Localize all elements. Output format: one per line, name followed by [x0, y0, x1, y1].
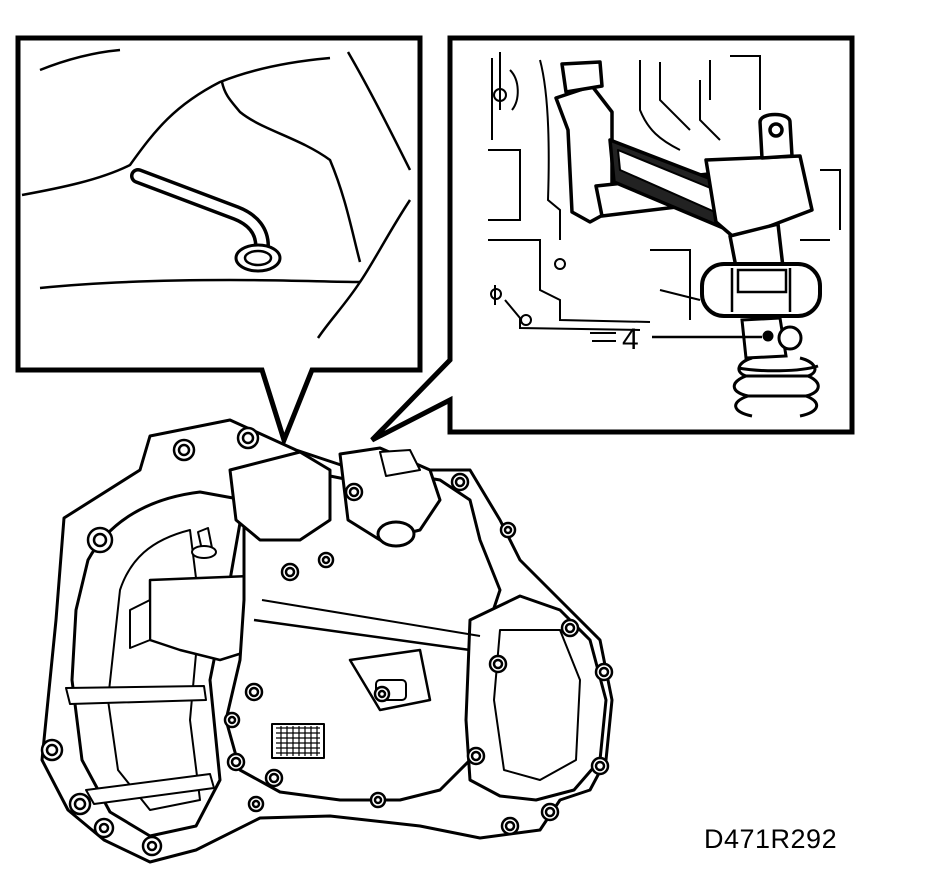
- callout-4: 4: [590, 323, 762, 356]
- rubber-boot: [732, 356, 820, 418]
- breather-tube: [130, 168, 282, 273]
- cable-clamp: [700, 262, 822, 318]
- linkage-housing: [488, 52, 841, 331]
- gearbox-assembly: [40, 418, 614, 864]
- housing-contours-left: [21, 48, 412, 339]
- case-vent-grille: [271, 723, 325, 759]
- figure-code: D471R292: [704, 824, 837, 854]
- case-bolts: [40, 426, 614, 857]
- detail-panel-shift-linkage: 4: [370, 35, 855, 443]
- detail-frame-left: [15, 35, 423, 448]
- ball-joint: [740, 316, 803, 360]
- selector-housing: [228, 450, 332, 542]
- callout-4-label: 4: [622, 323, 639, 356]
- detail-panel-breather-tube: [15, 35, 423, 448]
